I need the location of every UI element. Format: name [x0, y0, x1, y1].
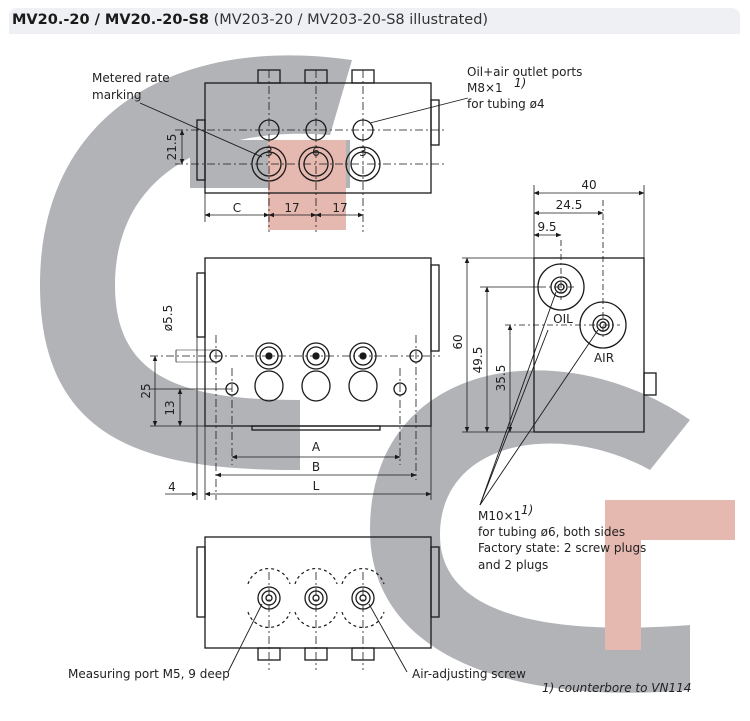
callout-metered-rate-1: Metered rate — [92, 71, 170, 85]
dim-40: 40 — [581, 178, 596, 192]
dim-a: A — [312, 440, 321, 454]
callout-m10-4: and 2 plugs — [478, 558, 548, 572]
oil-port-label: OIL — [553, 312, 573, 326]
watermark-red-stem-lower — [605, 500, 641, 650]
dim-35-5: 35.5 — [494, 365, 508, 392]
dim-21-5: 21.5 — [165, 134, 179, 161]
dim-4: 4 — [168, 480, 176, 494]
rate-marking-2: 6 — [312, 145, 320, 159]
dim-17-a: 17 — [284, 201, 299, 215]
callout-metered-rate-2: marking — [92, 88, 141, 102]
dim-c: C — [233, 201, 241, 215]
callout-m10-1: M10×1 — [478, 509, 521, 523]
rate-marking-1: 3 — [265, 145, 273, 159]
callout-m10-3: Factory state: 2 screw plugs — [478, 541, 646, 555]
footnote: 1) counterbore to VN114 — [542, 681, 691, 695]
dim-24-5: 24.5 — [556, 198, 583, 212]
watermark-g-lower — [370, 370, 690, 693]
dim-13: 13 — [163, 400, 177, 415]
dim-60: 60 — [451, 334, 465, 349]
watermark-g-upper — [40, 55, 352, 470]
rate-marking-3: 3 — [359, 145, 367, 159]
dim-9-5: 9.5 — [537, 220, 556, 234]
callout-outlet-2: M8×1 — [467, 81, 503, 95]
dim-49-5: 49.5 — [471, 347, 485, 374]
dim-b: B — [312, 460, 320, 474]
top-view — [139, 69, 469, 232]
dim-l: L — [313, 479, 320, 493]
callout-measuring-port: Measuring port M5, 9 deep — [68, 667, 230, 681]
front-view — [150, 257, 440, 500]
title-model: MV20.-20 / MV20.-20-S8 — [12, 12, 210, 28]
callout-outlet-sup: 1) — [514, 76, 526, 90]
callout-outlet-1: Oil+air outlet ports — [467, 65, 582, 79]
callout-air-adjusting-screw: Air-adjusting screw — [412, 667, 526, 681]
bottom-view — [196, 536, 440, 673]
callout-m10-2: for tubing ø6, both sides — [478, 525, 625, 539]
title-subtitle: (MV203-20 / MV203-20-S8 illustrated) — [213, 12, 489, 28]
side-view — [462, 185, 657, 506]
dim-17-b: 17 — [332, 201, 347, 215]
page-title: MV20.-20 / MV20.-20-S8 (MV203-20 / MV203… — [12, 12, 488, 28]
dim-d5-5: ø5.5 — [161, 305, 175, 331]
dim-25: 25 — [139, 383, 153, 398]
title-bar — [9, 8, 740, 34]
callout-outlet-3: for tubing ø4 — [467, 97, 545, 111]
watermark-red-bar-upper — [268, 140, 346, 230]
watermark-logo — [40, 55, 735, 693]
callout-m10-sup: 1) — [521, 503, 533, 517]
air-port-label: AIR — [594, 351, 614, 365]
